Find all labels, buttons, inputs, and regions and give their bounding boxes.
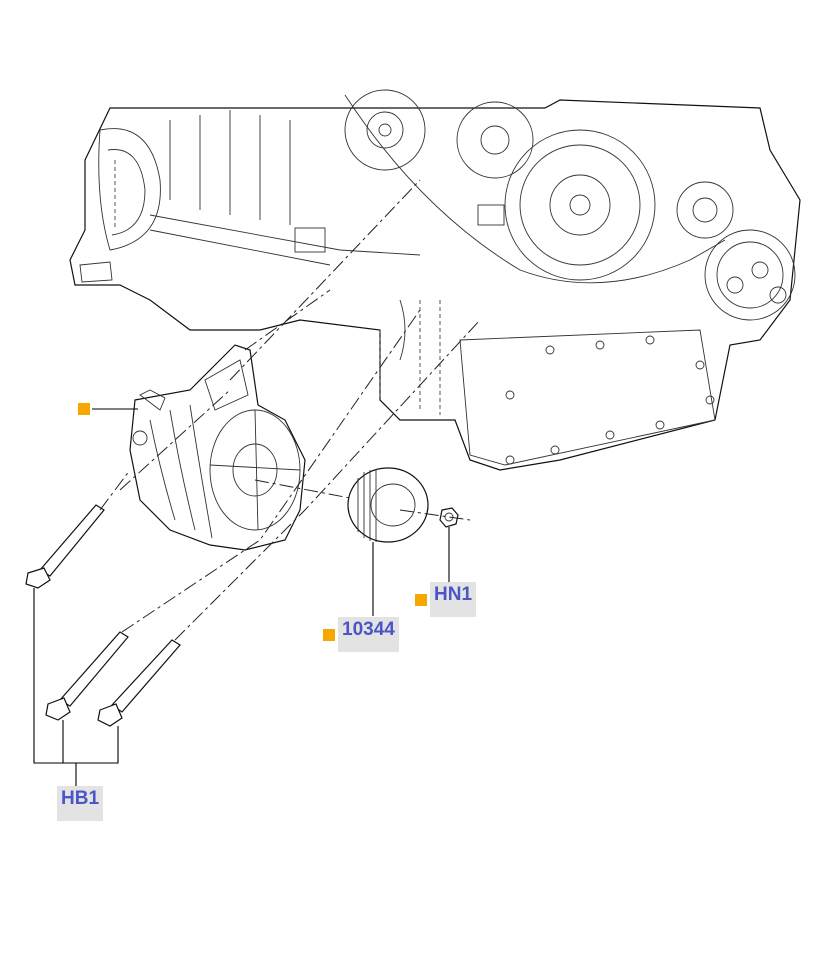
bolt-2 bbox=[45, 631, 129, 721]
nut-callout-marker bbox=[415, 593, 427, 606]
alternator bbox=[129, 344, 306, 551]
pulley-callout[interactable]: 10344 bbox=[323, 617, 399, 652]
pulley-callout-label: 10344 bbox=[338, 617, 399, 652]
alignment-lines bbox=[99, 179, 481, 641]
pulley-callout-marker bbox=[323, 628, 335, 641]
leader-lines bbox=[33, 408, 450, 786]
bolt-3 bbox=[97, 639, 181, 727]
nut-callout[interactable]: HN1 bbox=[415, 582, 477, 617]
alternator-callout-marker bbox=[78, 403, 90, 415]
nut-callout-label: HN1 bbox=[430, 582, 477, 617]
bolts-callout[interactable]: HB1 bbox=[57, 786, 104, 821]
engine-block bbox=[69, 89, 801, 471]
nut-hn1 bbox=[439, 507, 459, 528]
pulley-10344 bbox=[347, 467, 429, 543]
bolt-1 bbox=[25, 504, 105, 589]
alternator-callout[interactable] bbox=[78, 403, 93, 415]
bolts-callout-label: HB1 bbox=[57, 786, 104, 821]
